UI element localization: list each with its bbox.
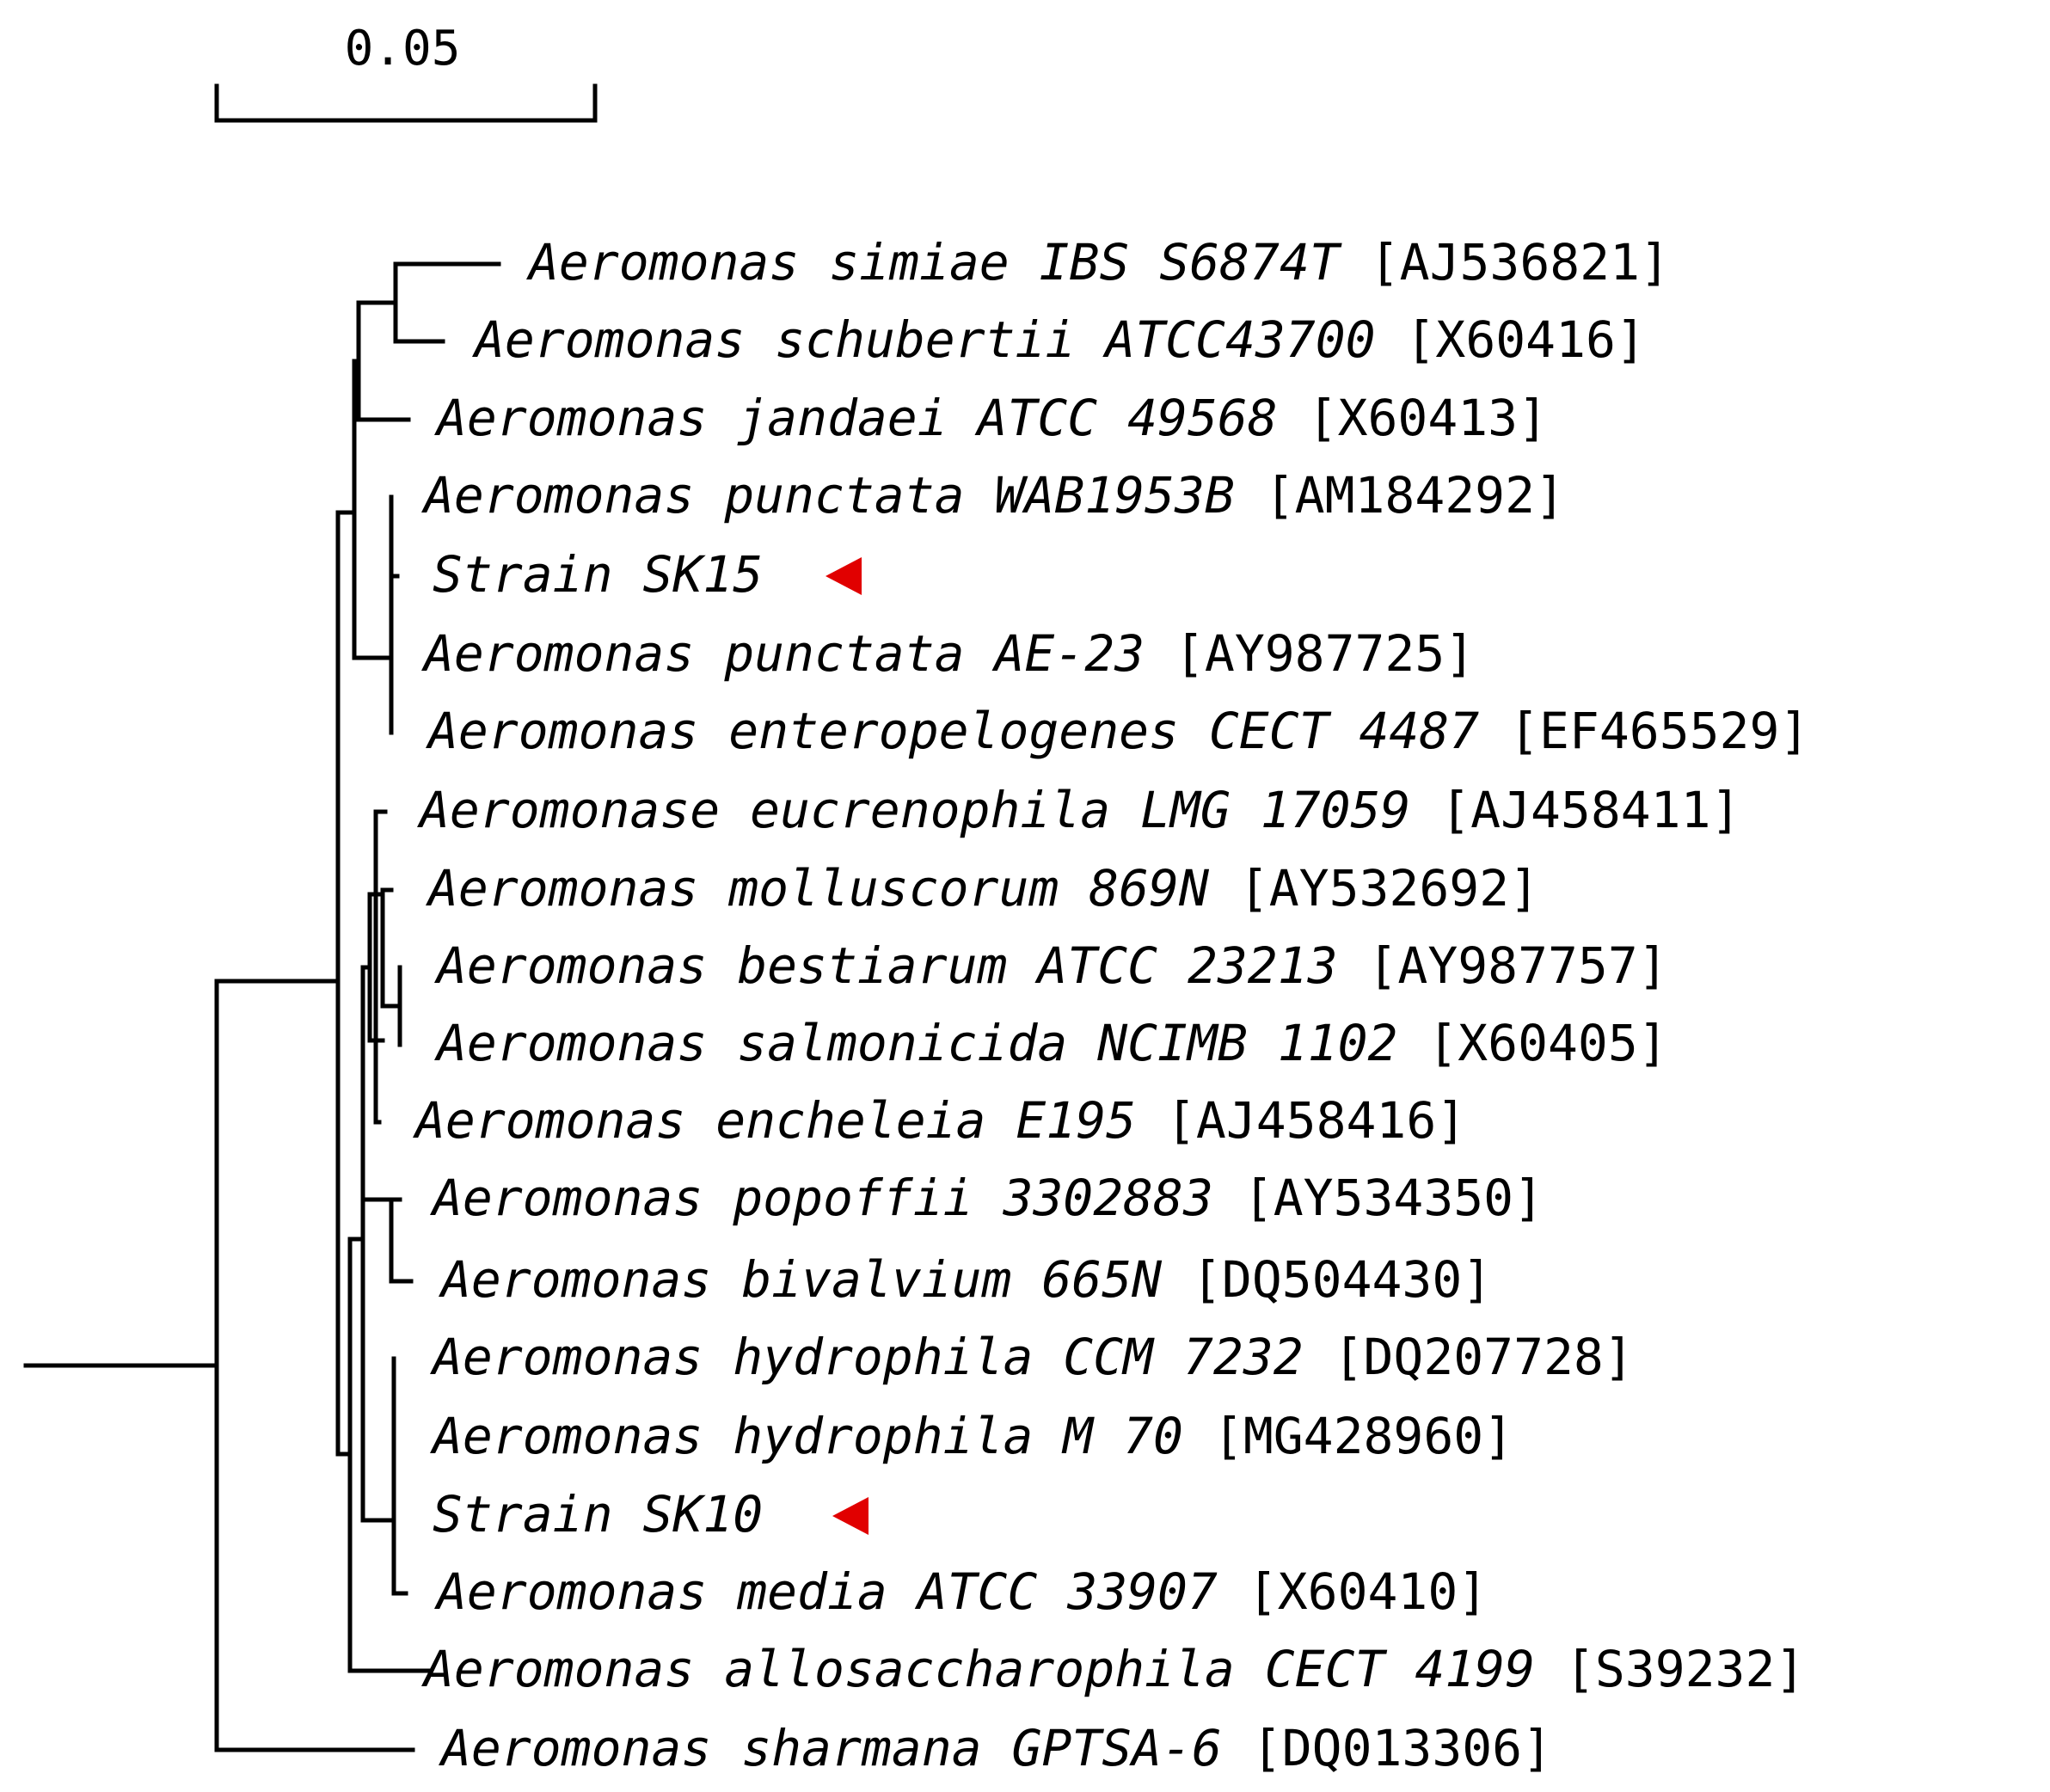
tip-label: Aeromonase eucrenophila LMG 17059 [AJ458… [417,781,1740,839]
tip-label: Aeromonas popoffii 3302883 [AY534350] [430,1169,1544,1227]
strain-sk15-marker-icon [826,557,862,595]
tip-label: Aeromonas sharmana GPTSA-6 [DQ013306] [439,1719,1552,1777]
tip-label: Aeromonas punctata WAB1953B [AM184292] [421,466,1565,525]
tip-labels: Aeromonas simiae IBS S6874T [AJ536821] A… [413,233,1809,1777]
tip-label: Aeromonas salmonicida NCIMB 1102 [X60405… [434,1014,1668,1072]
tip-label: Aeromonas enteropelogenes CECT 4487 [EF4… [426,702,1809,760]
tip-label: Aeromonas molluscorum 869N [AY532692] [426,859,1539,917]
tip-label: Aeromonas allosaccharophila CECT 4199 [S… [421,1640,1805,1698]
tip-label-strain-sk15: Strain SK15 [433,545,763,604]
tip-label: Aeromonas schubertii ATCC43700 [X60416] [472,310,1646,369]
tree-branches [23,261,501,1752]
tip-label: Aeromonas hydrophila CCM 7232 [DQ207728] [430,1328,1634,1386]
tip-label-strain-sk10: Strain SK10 [433,1485,763,1543]
tip-label: Aeromonas jandaei ATCC 49568 [X60413] [434,389,1548,447]
tip-label: Aeromonas media ATCC 33907 [X60410] [434,1562,1488,1621]
strain-markers [826,557,868,1535]
tip-label: Aeromonas hydrophila M 70 [MG428960] [430,1407,1513,1465]
tip-label: Aeromonas bestiarum ATCC 23213 [AY987757… [434,936,1668,995]
tip-label: Aeromonas punctata AE-23 [AY987725] [421,624,1475,683]
strain-sk10-marker-icon [832,1497,868,1535]
scale-bar: 0.05 [214,21,598,123]
tip-label: Aeromonas simiae IBS S6874T [AJ536821] [526,233,1670,292]
tip-label: Aeromonas bivalvium 665N [DQ504430] [439,1250,1492,1309]
scale-bar-label: 0.05 [345,21,461,77]
scale-bar-line [214,83,598,123]
tip-label: Aeromonas encheleia E195 [AJ458416] [413,1091,1466,1150]
